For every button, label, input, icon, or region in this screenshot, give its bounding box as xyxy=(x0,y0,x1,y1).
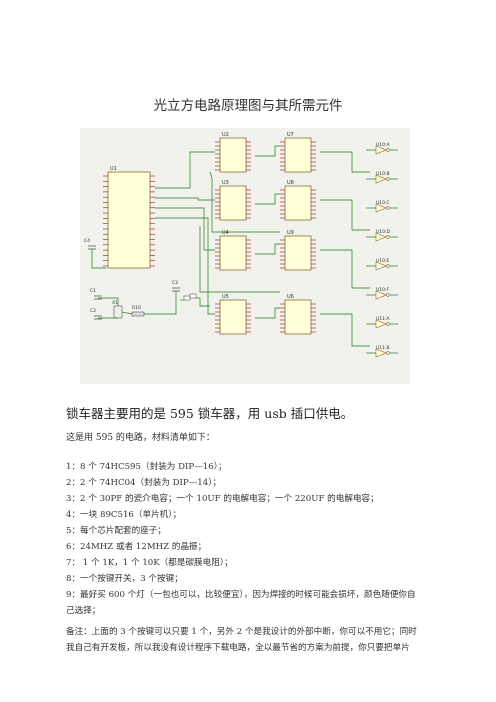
intro-text: 这是用 595 的电路，材料清单如下： xyxy=(66,433,215,443)
chip-label: U2 xyxy=(222,132,229,138)
wire xyxy=(196,297,210,307)
capacitor-label: C1 xyxy=(90,288,96,294)
inverter-bubble xyxy=(386,322,390,326)
shift-register-chip xyxy=(219,299,247,335)
document-title: 光立方电路原理图与其所需元件 xyxy=(153,98,343,114)
list-item: 3：2 个 30PF 的瓷介电容；一个 10UF 的电解电容；一个 220UF … xyxy=(66,494,379,504)
inverter-label: U11:A xyxy=(376,316,391,322)
inverter-bubble xyxy=(386,148,390,152)
push-button xyxy=(189,293,197,299)
shift-register-chip xyxy=(284,235,312,271)
chip-label: U5 xyxy=(222,294,229,300)
inverter-label: U10:D xyxy=(376,229,391,235)
note-paragraph: 备注：上面的 3 个按键可以只要 1 个，另外 2 个是我设计的外部中断，你可以… xyxy=(66,624,446,656)
wire xyxy=(320,151,370,173)
push-button xyxy=(183,295,191,301)
wire xyxy=(255,243,280,255)
capacitor-label: C4 xyxy=(84,238,90,244)
wire xyxy=(98,297,119,306)
list-item: 8：一个按键开关，3 个按键； xyxy=(66,574,183,584)
crystal-label: X1 xyxy=(112,300,118,306)
inverter-bubble xyxy=(386,235,390,239)
wire xyxy=(144,291,177,315)
mcu-chip xyxy=(107,171,151,269)
inverter-label: U10:A xyxy=(376,142,391,148)
note-line: 我自己有开发板，所以我没有设计程序下载电路，全以最节省的方案为前提，你只要把单片 xyxy=(66,643,410,653)
material-list: 1：8 个 74HC595（封装为 DIP—16）； 2：2 个 74HC04（… xyxy=(66,459,438,619)
list-item: 9：最好买 600 个灯（一包也可以，比较便宜），因为焊接的时候可能会损坏，颜色… xyxy=(66,590,416,600)
wire xyxy=(255,307,280,319)
chip-label: U9 xyxy=(287,230,294,236)
list-item: 1：8 个 74HC595（封装为 DIP—16）； xyxy=(66,462,227,472)
inverter-label: U10:F xyxy=(376,287,390,293)
wire xyxy=(255,145,280,157)
list-item: 己选择； xyxy=(66,606,101,616)
inverter-label: U10:B xyxy=(376,171,390,177)
list-item: 7： 1 个 1K，1 个 10K（都是碳膜电阻）； xyxy=(66,558,233,568)
shift-register-chip xyxy=(219,235,247,271)
wire xyxy=(320,249,370,289)
wire xyxy=(155,151,215,189)
wire xyxy=(320,313,370,347)
capacitor-label: C2 xyxy=(90,308,96,314)
chip-label: U3 xyxy=(222,180,229,186)
shift-register-chip xyxy=(219,185,247,221)
resistor-label: R10 xyxy=(132,305,141,311)
chip-label: U1 xyxy=(110,166,117,172)
list-item: 5：每个芯片配套的座子； xyxy=(66,526,166,536)
inverter-label: U10:C xyxy=(376,200,390,206)
shift-register-chip xyxy=(284,299,312,335)
crystal xyxy=(113,305,123,319)
shift-register-chip xyxy=(284,185,312,221)
wire xyxy=(155,217,215,315)
list-item: 6：24MHZ 或者 12MHZ 的晶振； xyxy=(66,542,207,552)
wire xyxy=(91,249,106,269)
section-heading: 锁车器主要用的是 595 锁车器，用 usb 插口供电。 xyxy=(66,406,354,421)
chip-label: U8 xyxy=(287,180,294,186)
wire xyxy=(155,197,215,201)
wire xyxy=(199,226,280,293)
inverter-bubble xyxy=(386,351,390,355)
wire xyxy=(155,207,215,251)
inverter-bubble xyxy=(386,177,390,181)
shift-register-chip xyxy=(284,137,312,173)
inverter-bubble xyxy=(386,293,390,297)
wire xyxy=(209,171,280,233)
inverter-label: U11:B xyxy=(376,345,390,351)
resistor xyxy=(131,311,145,317)
chip-label: U4 xyxy=(222,230,229,236)
chip-label: U7 xyxy=(287,132,294,138)
note-line: 备注：上面的 3 个按键可以只要 1 个，另外 2 个是我设计的外部中断，你可以… xyxy=(66,627,417,637)
shift-register-chip xyxy=(219,137,247,173)
wire xyxy=(121,311,133,315)
wire xyxy=(320,199,370,231)
list-item: 4：一块 89C516（单片机）； xyxy=(66,510,182,520)
inverter-bubble xyxy=(386,264,390,268)
chip-label: U6 xyxy=(287,294,294,300)
wire xyxy=(255,193,280,205)
inverter-bubble xyxy=(386,206,390,210)
inverter-label: U10:E xyxy=(376,258,390,264)
capacitor-label: C3 xyxy=(172,280,178,286)
list-item: 2：2 个 74HC04（封装为 DIP—14）； xyxy=(66,478,222,488)
